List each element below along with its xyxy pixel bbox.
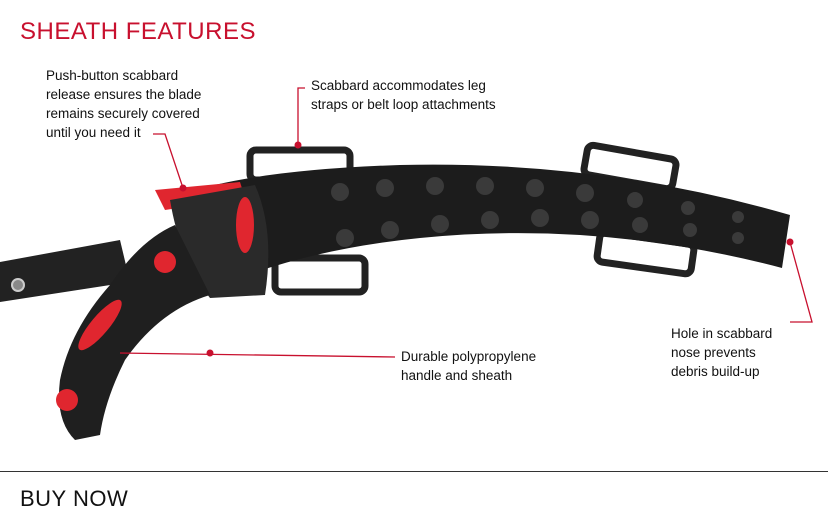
callout-release-button: Push-button scabbard release ensures the… [46, 68, 202, 140]
oregon-logo [78, 299, 122, 351]
section-title: SHEATH FEATURES [20, 18, 256, 45]
scabbard-holes [331, 177, 744, 247]
handle [59, 225, 210, 440]
leg-strap [0, 240, 130, 302]
buy-now-link[interactable]: BUY NOW [20, 486, 129, 511]
callout-nose-hole: Hole in scabbard nose prevents debris bu… [671, 326, 773, 379]
callout-lines [119, 87, 813, 358]
belt-loop [271, 254, 369, 296]
divider [0, 471, 828, 472]
handle-screw [154, 251, 176, 273]
callout-durable-material: Durable polypropylene handle and sheath [401, 349, 537, 383]
product-image-saw-sheath [0, 87, 813, 440]
callout-belt-loops: Scabbard accommodates leg straps or belt… [311, 78, 496, 112]
handle-screw [56, 389, 78, 411]
oregon-logo [236, 197, 254, 253]
strap-grommet [11, 278, 25, 292]
callout-dots [179, 141, 794, 357]
